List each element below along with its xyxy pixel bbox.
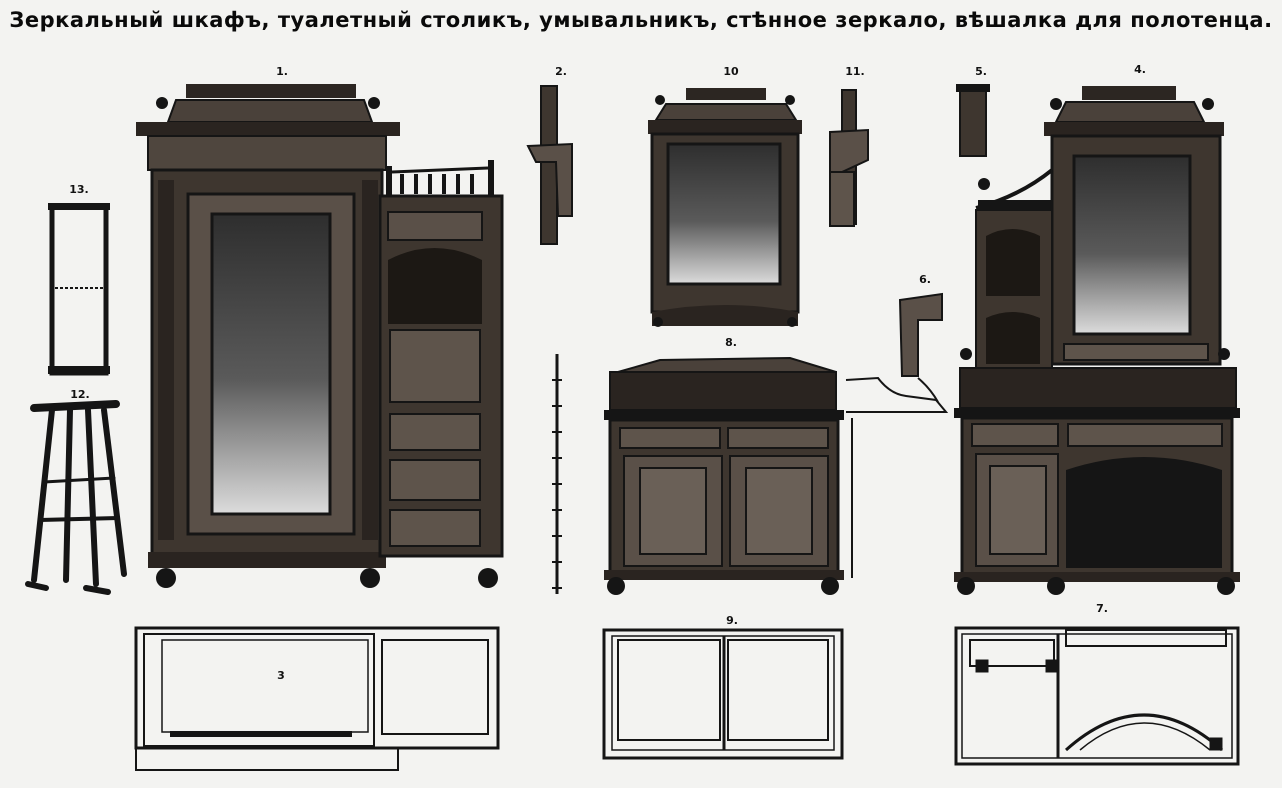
figure-3-wardrobe-plan: [134, 626, 500, 771]
figure-number-7: 7.: [1096, 602, 1108, 615]
figure-10-wall-mirror: [648, 88, 802, 327]
figure-8-washstand: [604, 356, 949, 595]
figure-1-mirror-wardrobe: [136, 84, 504, 588]
figure-number-12: 12.: [70, 388, 90, 401]
figure-2-wall-bracket: [526, 85, 573, 245]
scale-bar: [552, 354, 562, 594]
figure-number-11: 11.: [845, 65, 865, 78]
figure-number-8: 8.: [725, 336, 737, 349]
plate-title: Зеркальный шкафъ, туалетный столикъ, умы…: [9, 8, 1273, 32]
figure-number-13: 13.: [69, 183, 89, 196]
figure-6-bracket: [898, 292, 943, 403]
figure-7-dressing-table-plan: [954, 626, 1240, 766]
figure-number-5: 5.: [975, 65, 987, 78]
figure-13-towel-rack-frame: [48, 203, 110, 376]
figure-9-washstand-plan: [602, 628, 844, 760]
figure-11-wall-bracket: [829, 89, 869, 227]
figure-12-stool: [25, 400, 127, 595]
figure-number-4: 4.: [1134, 63, 1146, 76]
figure-number-2: 2.: [555, 65, 567, 78]
figure-5-bracket: [956, 84, 990, 157]
figure-4-dressing-table: [954, 86, 1240, 595]
figure-number-3: 3: [277, 669, 285, 682]
figure-number-9: 9.: [726, 614, 738, 627]
figure-number-6: 6.: [919, 273, 931, 286]
figure-number-1: 1.: [276, 65, 288, 78]
figure-number-10: 10: [723, 65, 739, 78]
